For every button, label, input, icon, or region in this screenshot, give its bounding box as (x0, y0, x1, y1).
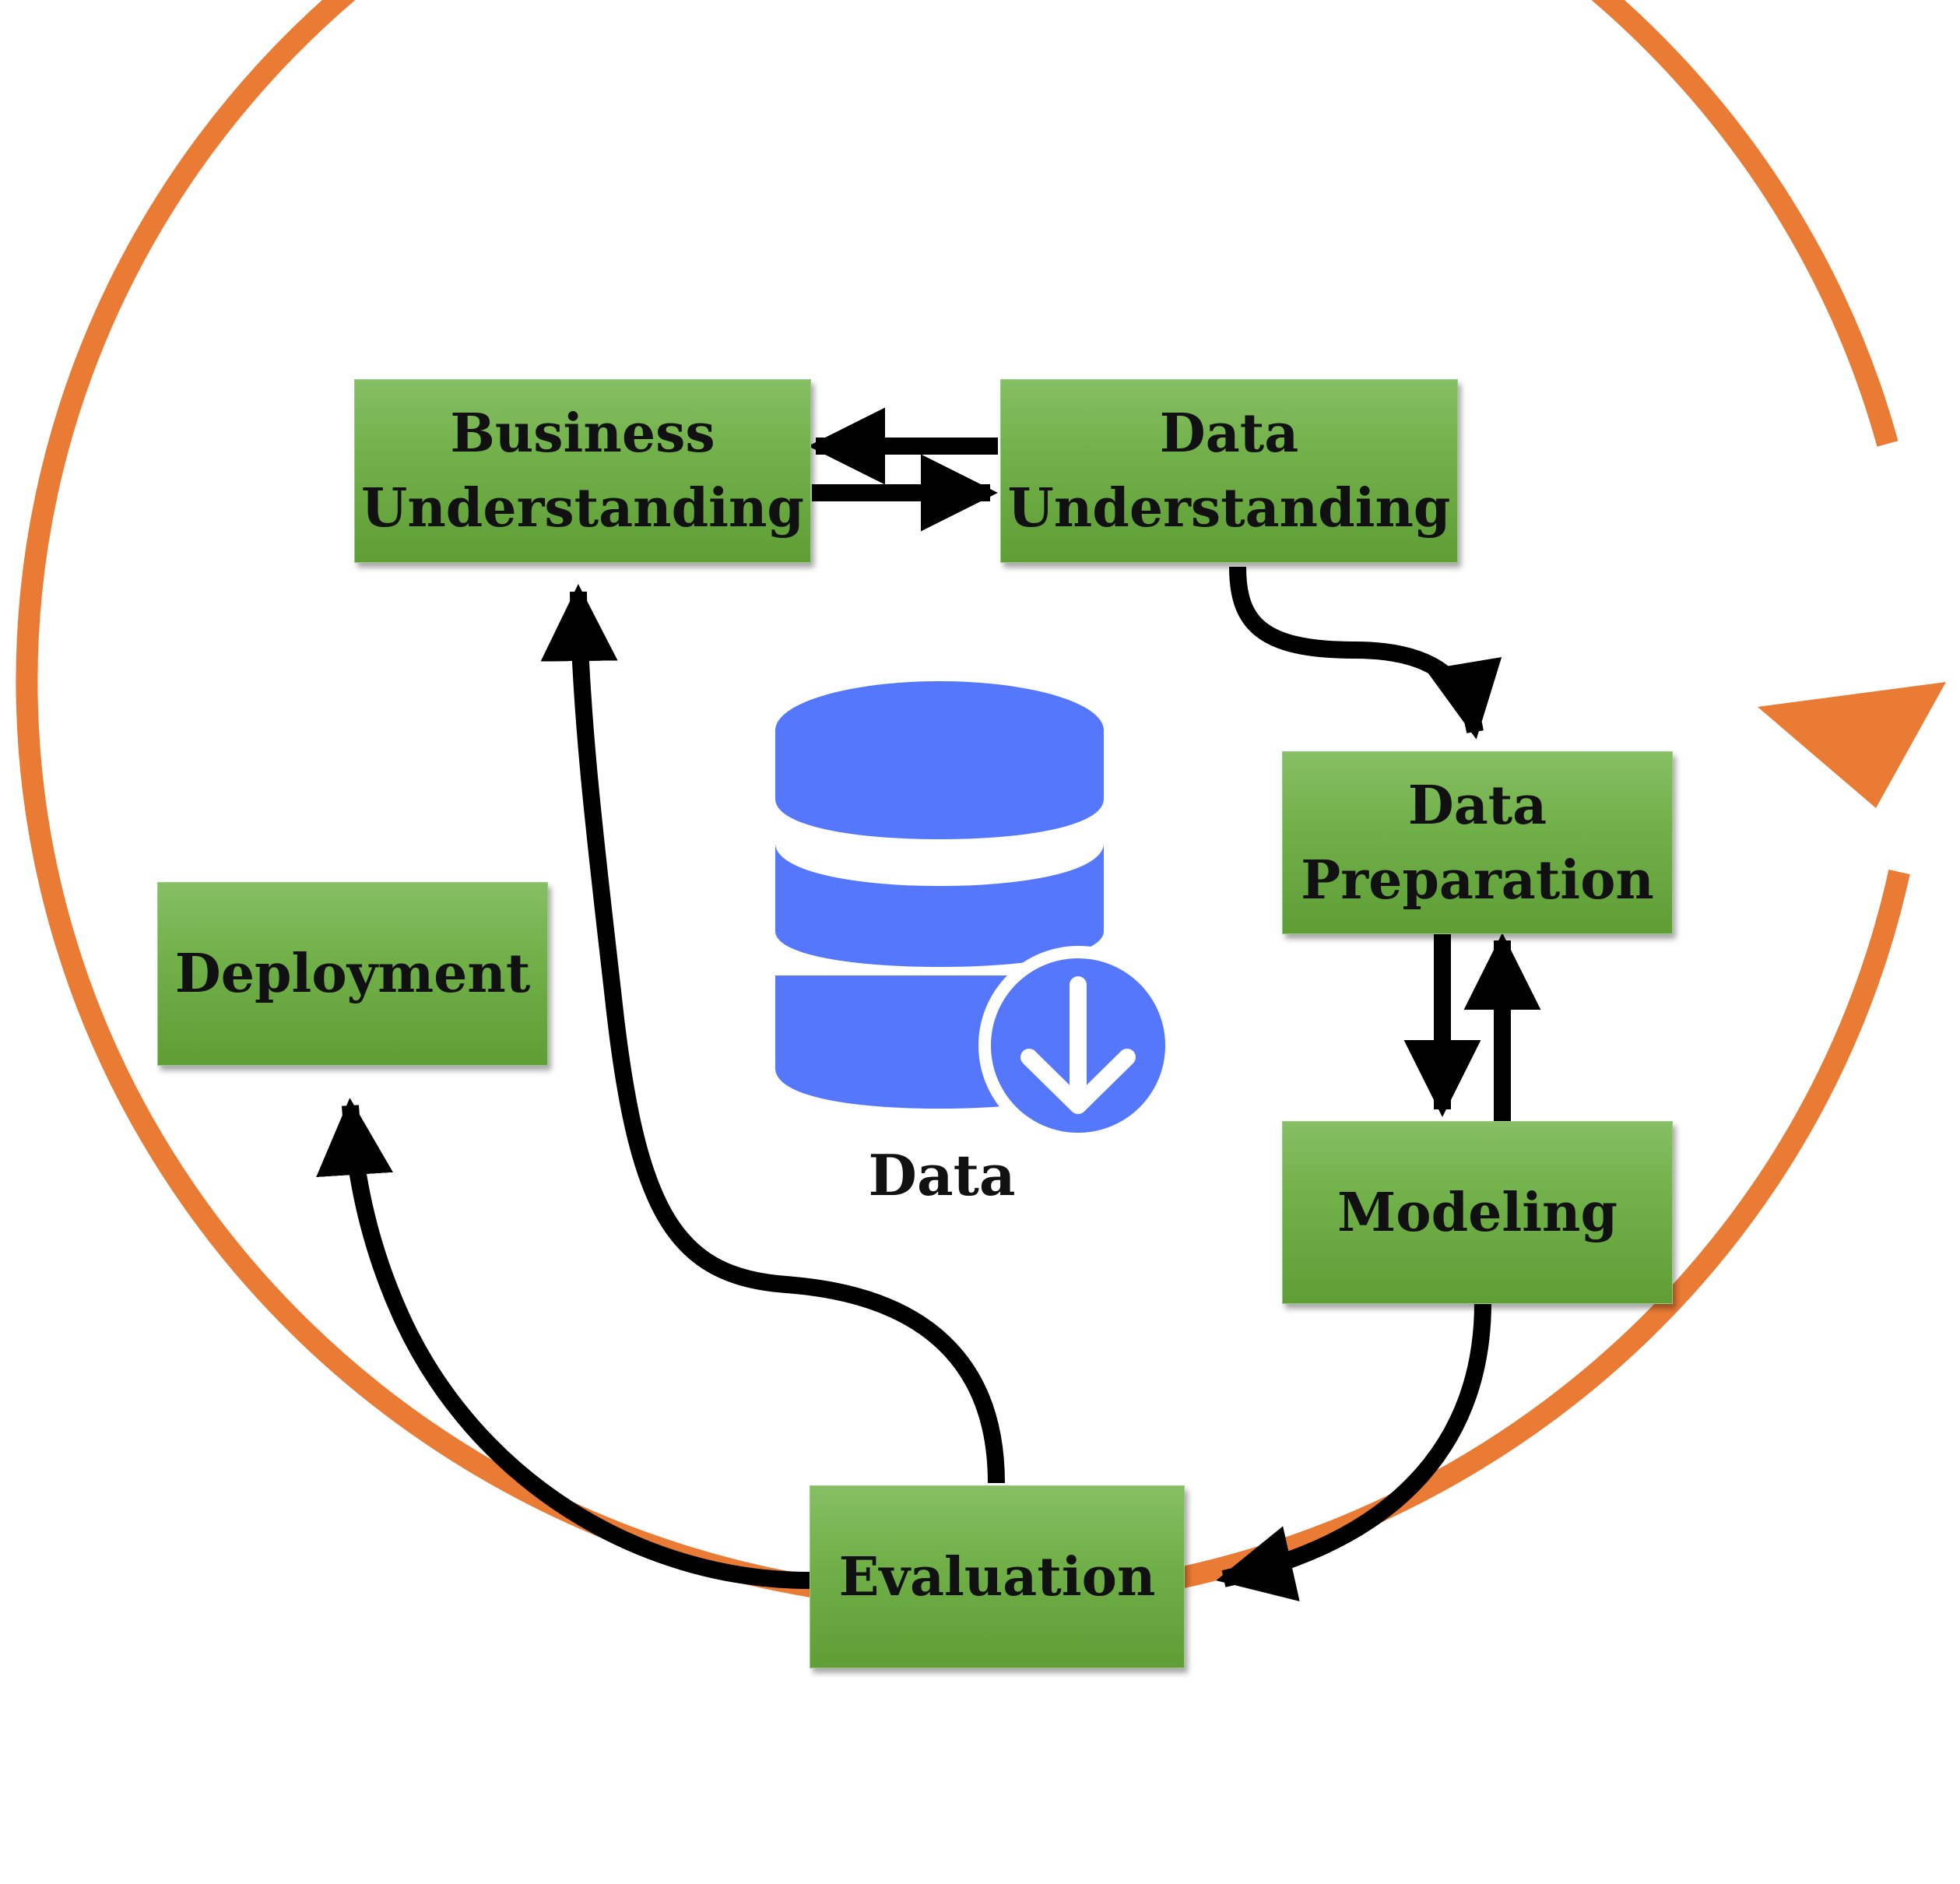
stage-evaluation: Evaluation (810, 1485, 1185, 1668)
deployment-label: Deployment (174, 943, 531, 1005)
arrow-modeling-to-evaluation (1216, 1302, 1491, 1601)
data-understanding-line-1: Data (1159, 402, 1299, 465)
evaluation-label: Evaluation (838, 1545, 1156, 1608)
data-preparation-line-1: Data (1407, 774, 1547, 837)
arrow-evaluation-to-business (540, 584, 1005, 1484)
stage-modeling: Modeling (1282, 1121, 1673, 1304)
stage-deployment: Deployment (157, 882, 548, 1066)
database-middle-disk (775, 843, 1104, 967)
business-understanding-line-1: Business (450, 402, 715, 465)
data-preparation-line-2: Preparation (1301, 849, 1654, 912)
modeling-label: Modeling (1337, 1181, 1618, 1244)
database-top-ellipse (775, 681, 1104, 779)
database-label: Data (868, 1142, 1016, 1208)
arrow-understanding-to-preparation (1229, 566, 1502, 740)
cycle-arrowhead (1758, 682, 1946, 808)
stage-data-understanding: Data Understanding (1000, 379, 1458, 563)
download-arrow-icon (1020, 976, 1136, 1114)
stage-business-understanding: Business Understanding (354, 379, 811, 563)
stage-data-preparation: Data Preparation (1282, 751, 1673, 934)
arrow-evaluation-to-deployment (316, 1098, 810, 1589)
business-understanding-line-2: Understanding (361, 477, 804, 540)
database-download-icon (775, 681, 1178, 1145)
data-understanding-line-2: Understanding (1007, 477, 1451, 540)
